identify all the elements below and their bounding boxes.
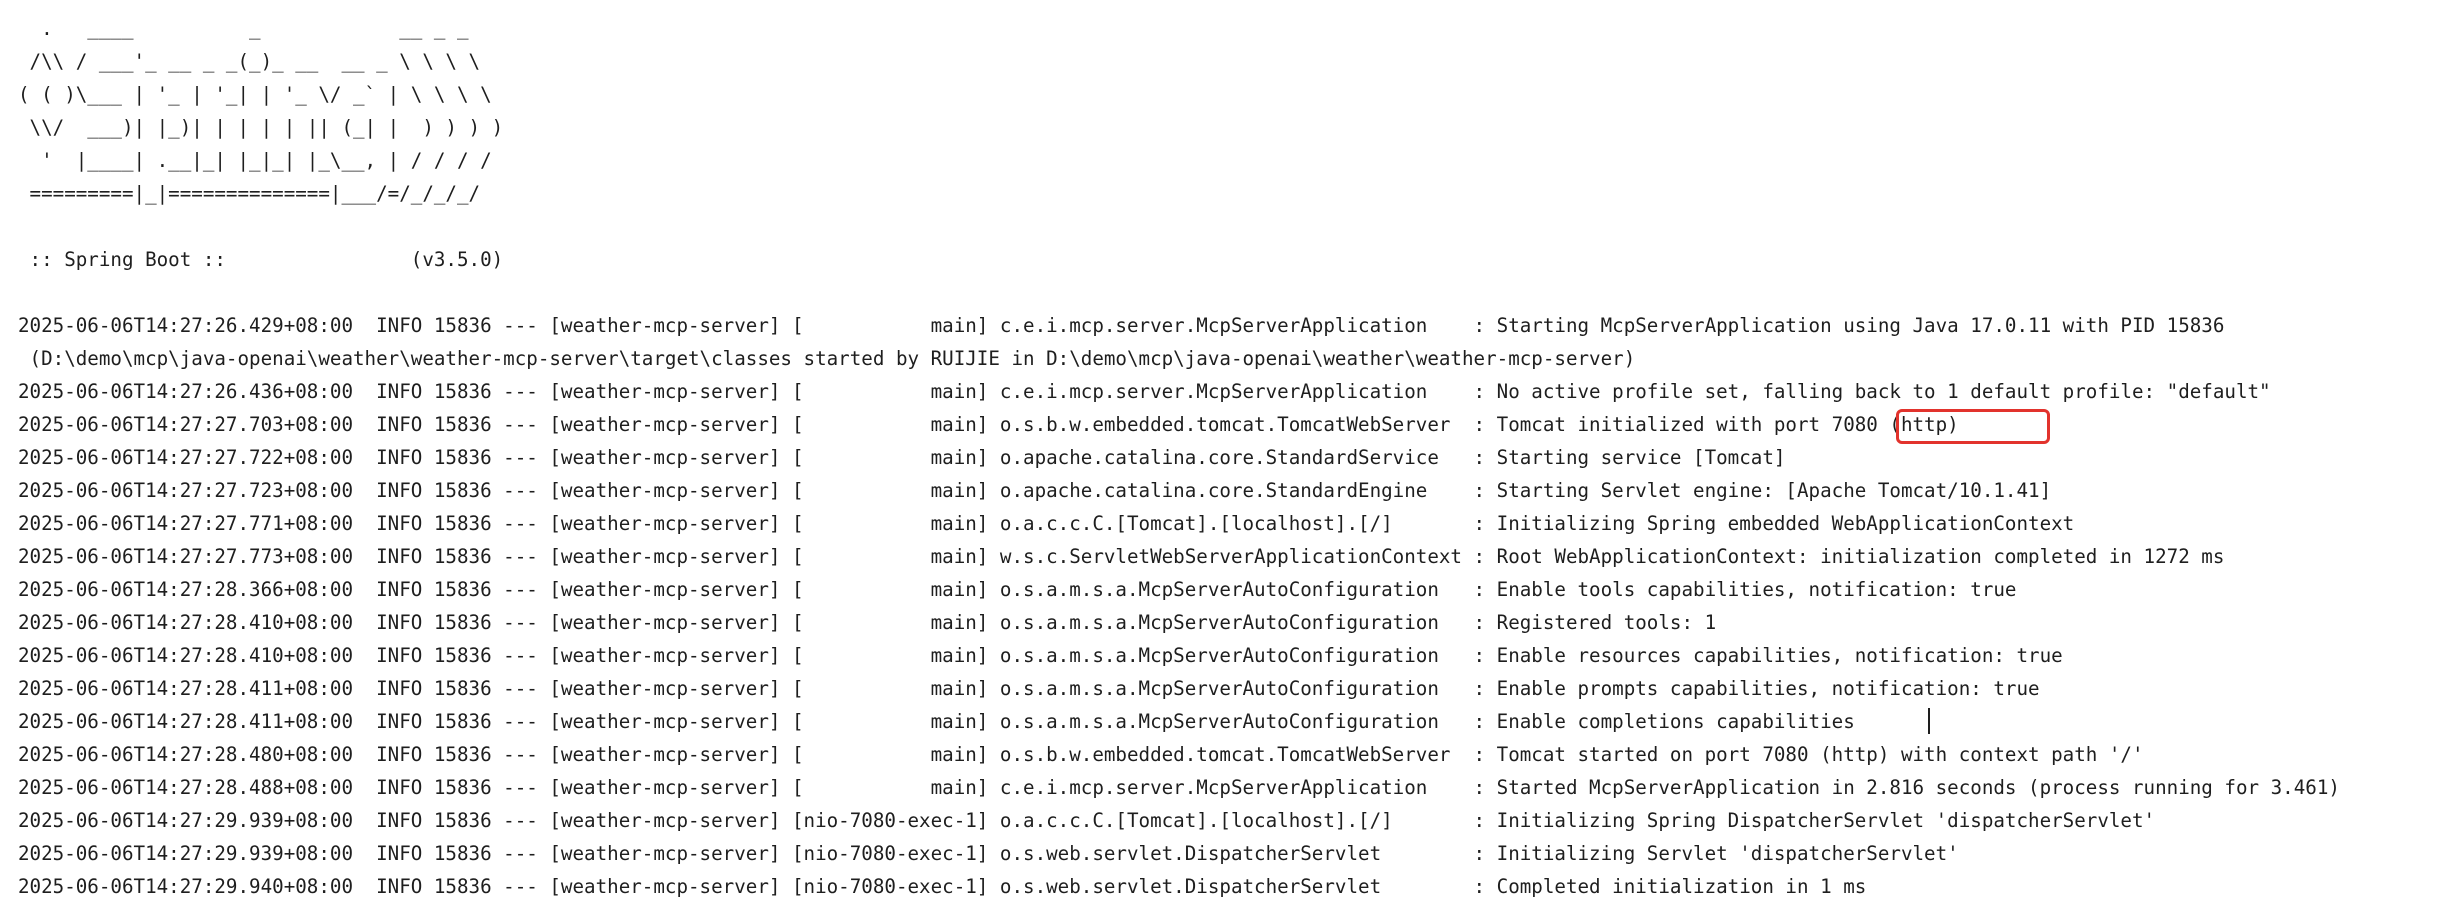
log-line: 2025-06-06T14:27:26.436+08:00 INFO 15836…: [18, 380, 2271, 403]
log-line: 2025-06-06T14:27:28.411+08:00 INFO 15836…: [18, 710, 1855, 733]
log-line: 2025-06-06T14:27:28.366+08:00 INFO 15836…: [18, 578, 2017, 601]
banner-line: \\/ ___)| |_)| | | | | || (_| | ) ) ) ): [18, 116, 504, 139]
log-line: 2025-06-06T14:27:28.411+08:00 INFO 15836…: [18, 677, 2040, 700]
log-line: 2025-06-06T14:27:28.488+08:00 INFO 15836…: [18, 776, 2340, 799]
log-line: 2025-06-06T14:27:26.429+08:00 INFO 15836…: [18, 314, 2225, 337]
banner-line: ' |____| .__|_| |_|_| |_\__, | / / / /: [18, 149, 492, 172]
banner-line: ( ( )\___ | '_ | '_| | '_ \/ _` | \ \ \ …: [18, 83, 492, 106]
banner-line: . ____ _ __ _ _: [18, 17, 469, 40]
log-line: 2025-06-06T14:27:29.939+08:00 INFO 15836…: [18, 809, 2156, 832]
log-line: 2025-06-06T14:27:27.723+08:00 INFO 15836…: [18, 479, 2052, 502]
banner-line: =========|_|==============|___/=/_/_/_/: [18, 182, 481, 205]
log-line: 2025-06-06T14:27:29.940+08:00 INFO 15836…: [18, 875, 1867, 898]
log-line: 2025-06-06T14:27:28.480+08:00 INFO 15836…: [18, 743, 2144, 766]
log-line: 2025-06-06T14:27:28.410+08:00 INFO 15836…: [18, 611, 1717, 634]
log-line: 2025-06-06T14:27:29.939+08:00 INFO 15836…: [18, 842, 1959, 865]
banner-line: /\\ / ___'_ __ _ _(_)_ __ __ _ \ \ \ \: [18, 50, 481, 73]
port-highlight-box: [1896, 409, 2050, 444]
log-line: (D:\demo\mcp\java-openai\weather\weather…: [18, 347, 1636, 370]
log-line: 2025-06-06T14:27:27.703+08:00 INFO 15836…: [18, 413, 1959, 436]
log-line: 2025-06-06T14:27:27.722+08:00 INFO 15836…: [18, 446, 1786, 469]
log-line: 2025-06-06T14:27:27.773+08:00 INFO 15836…: [18, 545, 2225, 568]
log-line: 2025-06-06T14:27:27.771+08:00 INFO 15836…: [18, 512, 2075, 535]
log-line: 2025-06-06T14:27:28.410+08:00 INFO 15836…: [18, 644, 2063, 667]
spring-boot-version-line: :: Spring Boot :: (v3.5.0): [18, 248, 504, 271]
text-cursor: [1928, 708, 1930, 734]
